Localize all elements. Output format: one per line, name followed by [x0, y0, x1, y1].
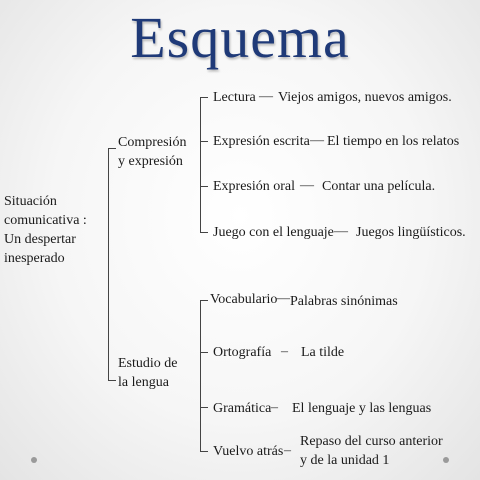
item-vuelvo-atras-detail-line1: Repaso del curso anterior — [300, 434, 443, 449]
item-ortografia-detail: La tilde — [301, 345, 345, 360]
branch2-tick — [200, 451, 208, 452]
connector-dash: — — [334, 224, 348, 239]
item-expresion-escrita-detail: El tiempo en los relatos — [327, 134, 460, 149]
item-vuelvo-atras: Vuelvo atrás — [213, 444, 284, 459]
branch1-tick — [200, 186, 208, 187]
branch2-tick — [200, 300, 208, 301]
item-ortografia: Ortografía — [213, 345, 272, 360]
page-title: Esquema — [130, 5, 350, 70]
branch2-bracket-line — [200, 300, 201, 451]
item-vuelvo-atras-detail-line2: y de la unidad 1 — [300, 453, 390, 468]
branch1-tick — [200, 141, 208, 142]
item-expresion-oral-detail: Contar una película. — [322, 179, 436, 194]
branch2-tick — [200, 407, 208, 408]
connector-dash: — — [276, 291, 290, 306]
main-bracket-line — [108, 148, 109, 380]
item-expresion-escrita: Expresión escrita — [213, 134, 310, 149]
branch-compresion-line1: Compresión — [118, 135, 187, 150]
connector-dash: – — [284, 443, 291, 458]
branch1-tick — [200, 232, 208, 233]
branch1-bracket-line — [200, 97, 201, 232]
connector-dash: — — [300, 178, 314, 193]
decorative-dot — [31, 457, 37, 463]
root-node-line4: inesperado — [4, 251, 65, 266]
connector-dash: – — [281, 344, 288, 359]
item-gramatica: Gramática — [213, 401, 272, 416]
branch1-tick — [200, 97, 208, 98]
root-node-line2: comunicativa : — [4, 213, 87, 228]
branch-estudio-line2: la lengua — [118, 375, 169, 390]
root-node-line1: Situación — [4, 194, 57, 209]
item-vocabulario: Vocabulario — [210, 292, 278, 307]
main-bracket-bottom — [108, 380, 116, 381]
decorative-dot — [443, 457, 449, 463]
branch-compresion-line2: y expresión — [118, 154, 183, 169]
item-lectura: Lectura — [213, 90, 256, 105]
root-node-line3: Un despertar — [4, 232, 76, 247]
item-lectura-detail: Viejos amigos, nuevos amigos. — [278, 90, 452, 105]
main-bracket-top — [108, 148, 116, 149]
item-expresion-oral: Expresión oral — [213, 179, 296, 194]
item-juego-lenguaje: Juego con el lenguaje — [213, 225, 334, 240]
branch2-tick — [200, 352, 208, 353]
item-juego-lenguaje-detail: Juegos lingüísticos. — [356, 225, 466, 240]
item-gramatica-detail: El lenguaje y las lenguas — [292, 401, 432, 416]
item-vocabulario-detail: Palabras sinónimas — [290, 294, 398, 309]
branch-estudio-line1: Estudio de — [118, 356, 178, 371]
connector-dash: — — [259, 89, 273, 104]
connector-dash: – — [271, 400, 278, 415]
connector-dash: — — [310, 133, 324, 148]
